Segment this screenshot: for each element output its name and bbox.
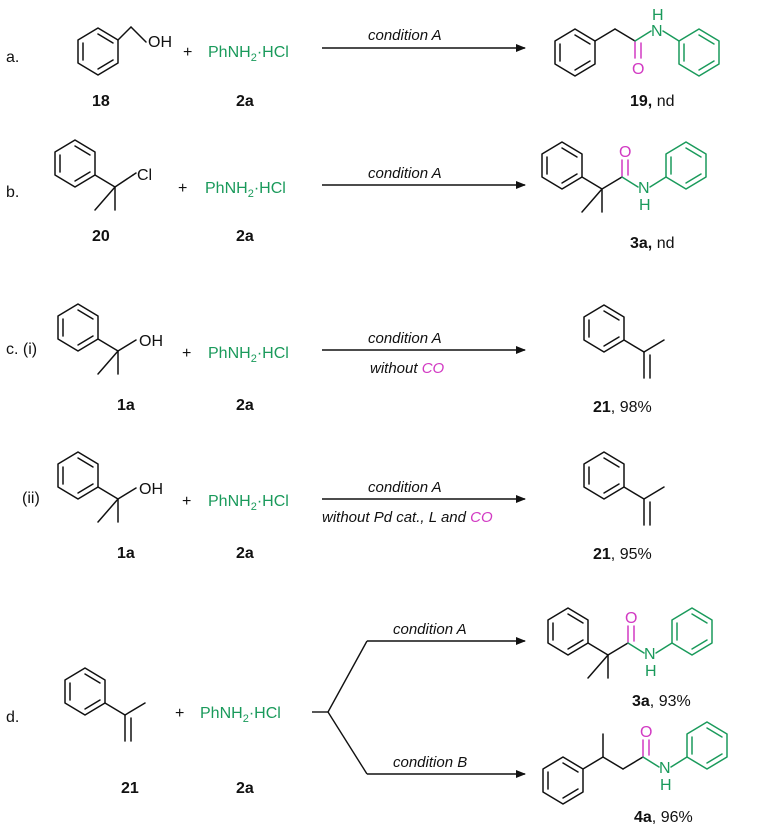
product-4a-structure: O N H bbox=[542, 721, 728, 805]
alpha-methylstyrene-structure bbox=[583, 304, 665, 379]
row-b: b. Cl 20 + PhNH2·HCl 2a condition A bbox=[6, 139, 707, 252]
row-label-c-ii: (ii) bbox=[22, 490, 40, 507]
compound-number-20: 20 bbox=[92, 228, 110, 245]
hydroxyl-atom: OH bbox=[139, 481, 163, 498]
condition-label: condition A bbox=[368, 27, 442, 44]
compound-number-18: 18 bbox=[92, 93, 110, 110]
reagent-aniline-hcl: PhNH2·HCl bbox=[200, 705, 281, 725]
condition-a-label: condition A bbox=[393, 621, 467, 638]
product-21-label: 21, 95% bbox=[593, 546, 652, 563]
row-d: d. 21 + PhNH2·HCl 2a condition A conditi… bbox=[6, 607, 728, 826]
carbonyl-oxygen-atom: O bbox=[619, 144, 631, 161]
plus-sign: + bbox=[178, 180, 187, 197]
amide-nitrogen-atom: N bbox=[659, 760, 671, 777]
condition-label: condition A bbox=[368, 165, 442, 182]
row-label-c-i: c. (i) bbox=[6, 341, 37, 358]
row-label-d: d. bbox=[6, 709, 19, 726]
product-3a-structure: O N H bbox=[541, 141, 707, 214]
plus-sign: + bbox=[182, 345, 191, 362]
condition-note: without CO bbox=[370, 360, 445, 377]
amide-nitrogen-atom: N bbox=[644, 646, 656, 663]
cumyl-alcohol-structure: OH bbox=[57, 303, 163, 375]
carbonyl-oxygen-atom: O bbox=[640, 724, 652, 741]
compound-number-2a: 2a bbox=[236, 397, 254, 414]
cumyl-alcohol-structure: OH bbox=[57, 451, 163, 523]
compound-number-21: 21 bbox=[121, 780, 139, 797]
plus-sign: + bbox=[182, 493, 191, 510]
compound-number-1a: 1a bbox=[117, 545, 135, 562]
cumyl-chloride-structure: Cl bbox=[54, 139, 152, 211]
amide-nitrogen-atom: N bbox=[651, 23, 663, 40]
alpha-methylstyrene-structure bbox=[64, 667, 146, 742]
reagent-aniline-hcl: PhNH2·HCl bbox=[208, 44, 289, 64]
benzyl-alcohol-structure: OH bbox=[77, 26, 172, 76]
branching-arrows bbox=[312, 637, 526, 778]
product-3a-label: 3a, 93% bbox=[632, 693, 691, 710]
condition-label: condition A bbox=[368, 479, 442, 496]
amide-nitrogen-atom: N bbox=[638, 180, 650, 197]
product-3a-structure: O N H bbox=[547, 607, 713, 680]
condition-b-label: condition B bbox=[393, 754, 467, 771]
reagent-aniline-hcl: PhNH2·HCl bbox=[208, 345, 289, 365]
carbon-monoxide-label: CO bbox=[470, 509, 493, 526]
row-a: a. OH 18 + PhNH2·HCl 2a condition A bbox=[6, 7, 720, 110]
amide-hydrogen-atom: H bbox=[660, 777, 672, 794]
amide-hydrogen-atom: H bbox=[652, 7, 664, 24]
condition-label: condition A bbox=[368, 330, 442, 347]
carbonyl-oxygen-atom: O bbox=[625, 610, 637, 627]
compound-number-1a: 1a bbox=[117, 397, 135, 414]
compound-number-2a: 2a bbox=[236, 545, 254, 562]
row-label-b: b. bbox=[6, 184, 19, 201]
row-label-a: a. bbox=[6, 49, 19, 66]
reagent-aniline-hcl: PhNH2·HCl bbox=[208, 493, 289, 513]
amide-hydrogen-atom: H bbox=[645, 663, 657, 680]
product-21-label: 21, 98% bbox=[593, 399, 652, 416]
chlorine-atom: Cl bbox=[137, 167, 152, 184]
product-19-label: 19, nd bbox=[630, 93, 675, 110]
hydroxyl-atom: OH bbox=[148, 34, 172, 51]
reagent-aniline-hcl: PhNH2·HCl bbox=[205, 180, 286, 200]
compound-number-2a: 2a bbox=[236, 780, 254, 797]
amide-hydrogen-atom: H bbox=[639, 197, 651, 214]
row-c-i: c. (i) OH 1a + PhNH2·HCl 2a condition A … bbox=[6, 303, 665, 416]
condition-note: without Pd cat., L and CO bbox=[322, 509, 493, 526]
carbonyl-oxygen-atom: O bbox=[632, 61, 644, 78]
plus-sign: + bbox=[183, 44, 192, 61]
hydroxyl-atom: OH bbox=[139, 333, 163, 350]
product-3a-label: 3a, nd bbox=[630, 235, 675, 252]
product-19-structure: O N H bbox=[554, 7, 720, 78]
compound-number-2a: 2a bbox=[236, 228, 254, 245]
compound-number-2a: 2a bbox=[236, 93, 254, 110]
row-c-ii: (ii) OH 1a + PhNH2·HCl 2a condition A wi… bbox=[22, 451, 665, 563]
plus-sign: + bbox=[175, 705, 184, 722]
product-4a-label: 4a, 96% bbox=[634, 809, 693, 826]
alpha-methylstyrene-structure bbox=[583, 451, 665, 526]
carbon-monoxide-label: CO bbox=[422, 360, 445, 377]
